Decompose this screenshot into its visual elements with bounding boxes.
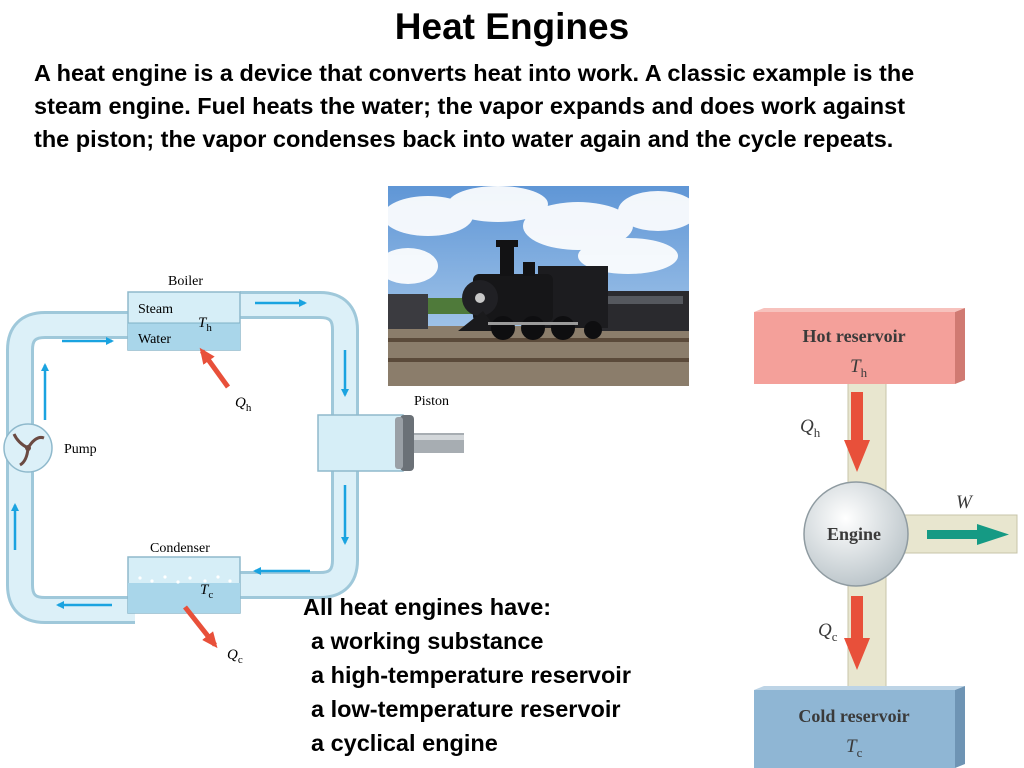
steam-cycle-diagram: Boiler Steam Water Th Condenser Tc Pisto… <box>3 274 464 666</box>
pump-icon <box>3 423 53 473</box>
features-heading: All heat engines have: <box>303 594 552 620</box>
qc-label: Qc <box>227 647 243 666</box>
steam-label: Steam <box>138 302 173 317</box>
qc-flow-label: Qc <box>818 620 838 644</box>
pump-label: Pump <box>64 442 97 457</box>
water-label: Water <box>138 332 171 347</box>
steam-locomotive-photo <box>388 186 689 386</box>
work-label: W <box>956 492 974 513</box>
qc-energy-arrow <box>844 596 870 670</box>
boiler-label: Boiler <box>168 274 203 289</box>
qh-heat-arrow <box>199 347 231 389</box>
piston-cylinder <box>317 414 464 472</box>
condenser <box>127 556 241 614</box>
boiler <box>127 291 241 351</box>
feature-item: a cyclical engine <box>311 730 498 756</box>
intro-text: A heat engine is a device that converts … <box>34 57 934 156</box>
page-title: Heat Engines <box>394 6 630 47</box>
cold-temperature-label: Tc <box>846 736 863 760</box>
qh-label: Qh <box>235 395 252 414</box>
qh-flow-label: Qh <box>800 416 821 440</box>
condenser-label: Condenser <box>150 541 210 556</box>
feature-item: a low-temperature reservoir <box>311 696 621 722</box>
cold-reservoir-label: Cold reservoir <box>798 706 909 726</box>
piston-label: Piston <box>414 394 449 409</box>
feature-item: a working substance <box>311 628 544 654</box>
feature-item: a high-temperature reservoir <box>311 662 631 688</box>
intro-paragraph: A heat engine is a device that converts … <box>34 60 915 152</box>
flow-arrows <box>11 299 349 609</box>
qh-energy-arrow <box>844 392 870 472</box>
energy-flow-diagram: Hot reservoir Th Qh Engine W Qc Cold res… <box>754 308 1018 768</box>
hot-reservoir <box>754 308 965 384</box>
hot-temperature-label: Th <box>850 356 868 380</box>
qc-heat-arrow <box>183 605 218 649</box>
boiler-temperature-label: Th <box>198 315 212 334</box>
engine-label: Engine <box>827 524 881 544</box>
cold-reservoir <box>754 686 965 768</box>
features-list: All heat engines have: a working substan… <box>303 590 631 760</box>
hot-reservoir-label: Hot reservoir <box>802 326 905 346</box>
condenser-temperature-label: Tc <box>200 582 213 601</box>
engine-icon <box>803 481 909 587</box>
work-arrow <box>927 524 1009 545</box>
